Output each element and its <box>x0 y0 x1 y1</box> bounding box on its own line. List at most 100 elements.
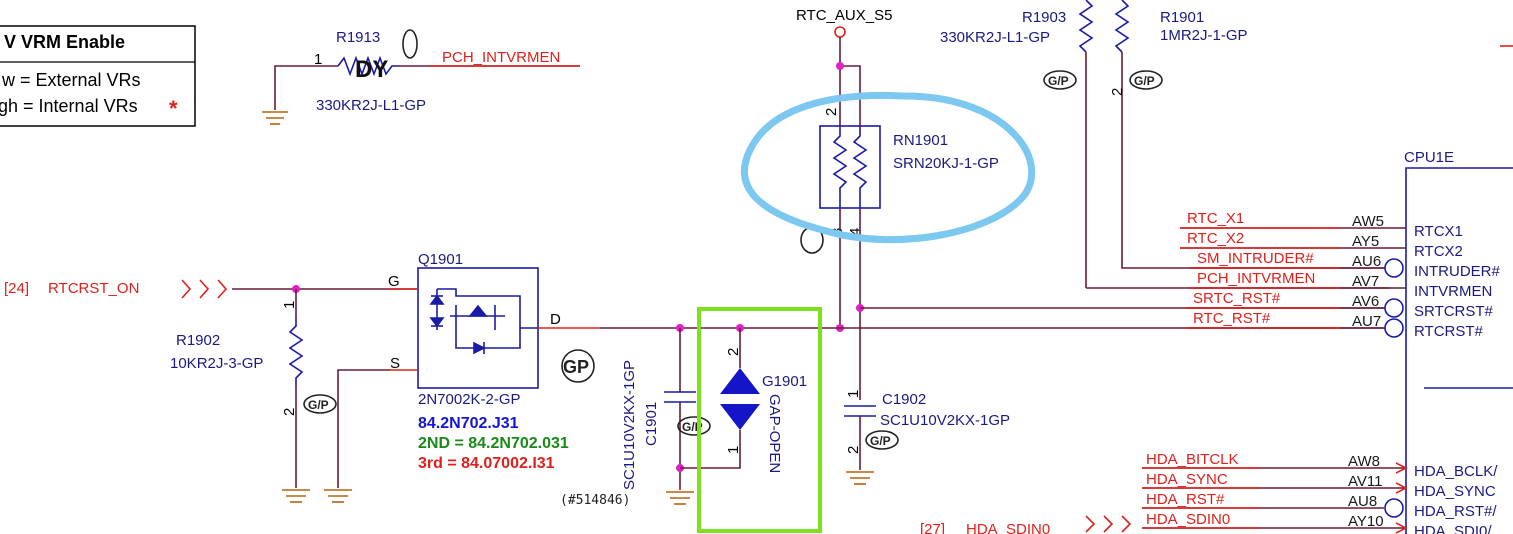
rtc-aux-junction <box>836 62 844 70</box>
cpu-pin-inversion-bubble-4 <box>1384 298 1404 318</box>
q1901-pn-third: 3rd = 84.07002.I31 <box>418 455 555 472</box>
hda-pin-number-3: AY10 <box>1348 513 1384 530</box>
r1902-pin2: 2 <box>281 408 298 416</box>
hda-sdin0-offpage-label: HDA_SDIN0 <box>966 521 1050 534</box>
rtc-aux-s5-port[interactable] <box>834 26 846 38</box>
c1901-note: (#514846) <box>560 493 630 508</box>
q1901-gp-badge <box>561 349 595 383</box>
q1901-group: Q1901 G S D 2N7002K-2-GP 84.2N <box>324 251 600 503</box>
rtc-aux-s5-group: RTC_AUX_S5 2 3 4 RN1901 SRN20KJ-1-GP <box>796 7 999 400</box>
r1901-gp-badge <box>1129 70 1163 90</box>
c1902-pin2: 2 <box>845 446 862 454</box>
r1901-value: 1MR2J-1-GP <box>1160 27 1248 44</box>
r1901-gp-text: G/P <box>1134 74 1155 88</box>
g1901-ref: G1901 <box>762 373 807 390</box>
rn1901-value: SRN20KJ-1-GP <box>893 155 999 172</box>
hda-pin-number-0: AW8 <box>1348 453 1380 470</box>
hda-pin-arrow-3 <box>1395 522 1408 534</box>
hda-pin-name-0: HDA_BCLK/ <box>1414 463 1498 480</box>
r1902-gp-text: G/P <box>308 398 329 412</box>
r1902-ground-symbol <box>282 489 310 503</box>
q1901-pn-second: 2ND = 84.2N702.031 <box>418 435 569 452</box>
r1913-ref: R1913 <box>336 29 380 46</box>
r1903-ref: R1903 <box>1022 9 1066 26</box>
r1903-zigzag[interactable] <box>1078 0 1094 53</box>
cpu-pin-inversion-bubble-5 <box>1384 318 1404 338</box>
cpu1e-body[interactable] <box>1405 167 1513 534</box>
hda-pin-inversion-bubble-2 <box>1384 498 1404 518</box>
cpu-pin-net-3: PCH_INTVRMEN <box>1197 270 1315 287</box>
r1913-pin1: 1 <box>314 51 322 68</box>
c1901-ground-symbol <box>666 491 694 505</box>
r1913-dy-mark: DY <box>355 56 388 83</box>
g1901-lower-triangle[interactable] <box>720 404 760 430</box>
hda-pin-net-1: HDA_SYNC <box>1146 471 1228 488</box>
hda-pin-net-2: HDA_RST# <box>1146 491 1225 508</box>
c1902-value: SC1U10V2KX-1GP <box>880 412 1010 429</box>
r1913-value: 330KR2J-L1-GP <box>316 97 426 114</box>
q1901-pn-primary: 84.2N702.J31 <box>418 415 519 432</box>
note-box-frame <box>0 25 196 127</box>
note-asterisk: * <box>169 96 178 121</box>
rn1901-highlight-circle <box>741 91 1036 244</box>
rtcrst-on-group: [24] RTCRST_ON 1 2 R1902 10KR2J-3-GP G/P <box>4 279 418 503</box>
r1913-resistor-zigzag[interactable] <box>337 55 400 77</box>
rn1901-body[interactable] <box>819 125 881 209</box>
r1901-zigzag[interactable] <box>1114 0 1130 53</box>
g1901-value: GAP-OPEN <box>766 394 783 473</box>
r1901-ref: R1901 <box>1160 9 1204 26</box>
rtcrst-on-label: RTCRST_ON <box>48 280 139 297</box>
cpu-pin-name-0: RTCX1 <box>1414 223 1463 240</box>
rtcrst-on-chevron-1 <box>181 279 192 299</box>
g1901-pin1: 1 <box>725 446 742 454</box>
r1902-gp-badge <box>303 394 337 414</box>
c1902-ground-symbol <box>846 471 874 485</box>
rn1901-pin4: 4 <box>847 228 864 236</box>
q1901-drain-label: D <box>550 311 561 328</box>
rn1901-top-split-wire <box>840 65 861 128</box>
g1901-pin2: 2 <box>725 348 742 356</box>
c1901-ref: C1901 <box>643 402 660 446</box>
rtc-aux-s5-label: RTC_AUX_S5 <box>796 7 892 24</box>
cpu-pin-name-5: RTCRST# <box>1414 323 1484 340</box>
cpu-pin-number-2: AU6 <box>1352 253 1381 270</box>
g1901-highlight-box <box>697 307 822 533</box>
r1913-ground-symbol <box>262 111 288 125</box>
cpu-pin-number-0: AW5 <box>1352 213 1384 230</box>
rn1901-element-a <box>832 128 848 208</box>
r1901-pin2: 2 <box>1109 88 1126 96</box>
g1901-upper-triangle[interactable] <box>720 368 760 394</box>
rtcrst-on-chevron-2 <box>199 279 210 299</box>
q1901-source-wire <box>337 369 390 488</box>
r1903-gp-badge <box>1043 70 1077 90</box>
cpu-pin-net-1: RTC_X2 <box>1187 230 1244 247</box>
hda-pin-name-2: HDA_RST#/ <box>1414 503 1497 520</box>
r1903-gp-text: G/P <box>1048 74 1069 88</box>
q1901-ref: Q1901 <box>418 251 463 268</box>
q1901-ground-symbol <box>324 489 352 503</box>
rn1901-ref: RN1901 <box>893 132 948 149</box>
cpu-pin-number-3: AV7 <box>1352 273 1379 290</box>
r1902-ref: R1902 <box>176 332 220 349</box>
q1901-gate-label: G <box>388 273 400 290</box>
hda-pin-number-1: AV11 <box>1348 473 1382 490</box>
r1913-group: R1913 1 DY PCH_INTVRMEN 330KR2J-L1-GP <box>262 29 580 125</box>
cpu-pin-number-1: AY5 <box>1352 233 1379 250</box>
rn1901-element-b <box>852 128 868 208</box>
c1902-pin1: 1 <box>845 390 862 398</box>
cpu-pin-net-2: SM_INTRUDER# <box>1197 250 1314 267</box>
rtcrst-on-chevron-3 <box>217 279 228 299</box>
cpu-pin-name-3: INTVRMEN <box>1414 283 1492 300</box>
g1901-group: 2 1 G1901 GAP-OPEN <box>680 328 807 473</box>
q1901-source-label: S <box>390 355 400 372</box>
q1901-mosfet-symbol <box>429 288 538 355</box>
r1902-zigzag[interactable] <box>288 318 304 386</box>
c1901-gp-badge <box>677 416 711 436</box>
r1913-gp-badge <box>402 29 418 59</box>
pch-intvrmen-label: PCH_INTVRMEN <box>442 49 560 66</box>
hda-pin-number-2: AU8 <box>1348 493 1377 510</box>
r1903-r1901-group: R1903 330KR2J-L1-GP R1901 1MR2J-1-GP 2 G… <box>940 0 1390 288</box>
